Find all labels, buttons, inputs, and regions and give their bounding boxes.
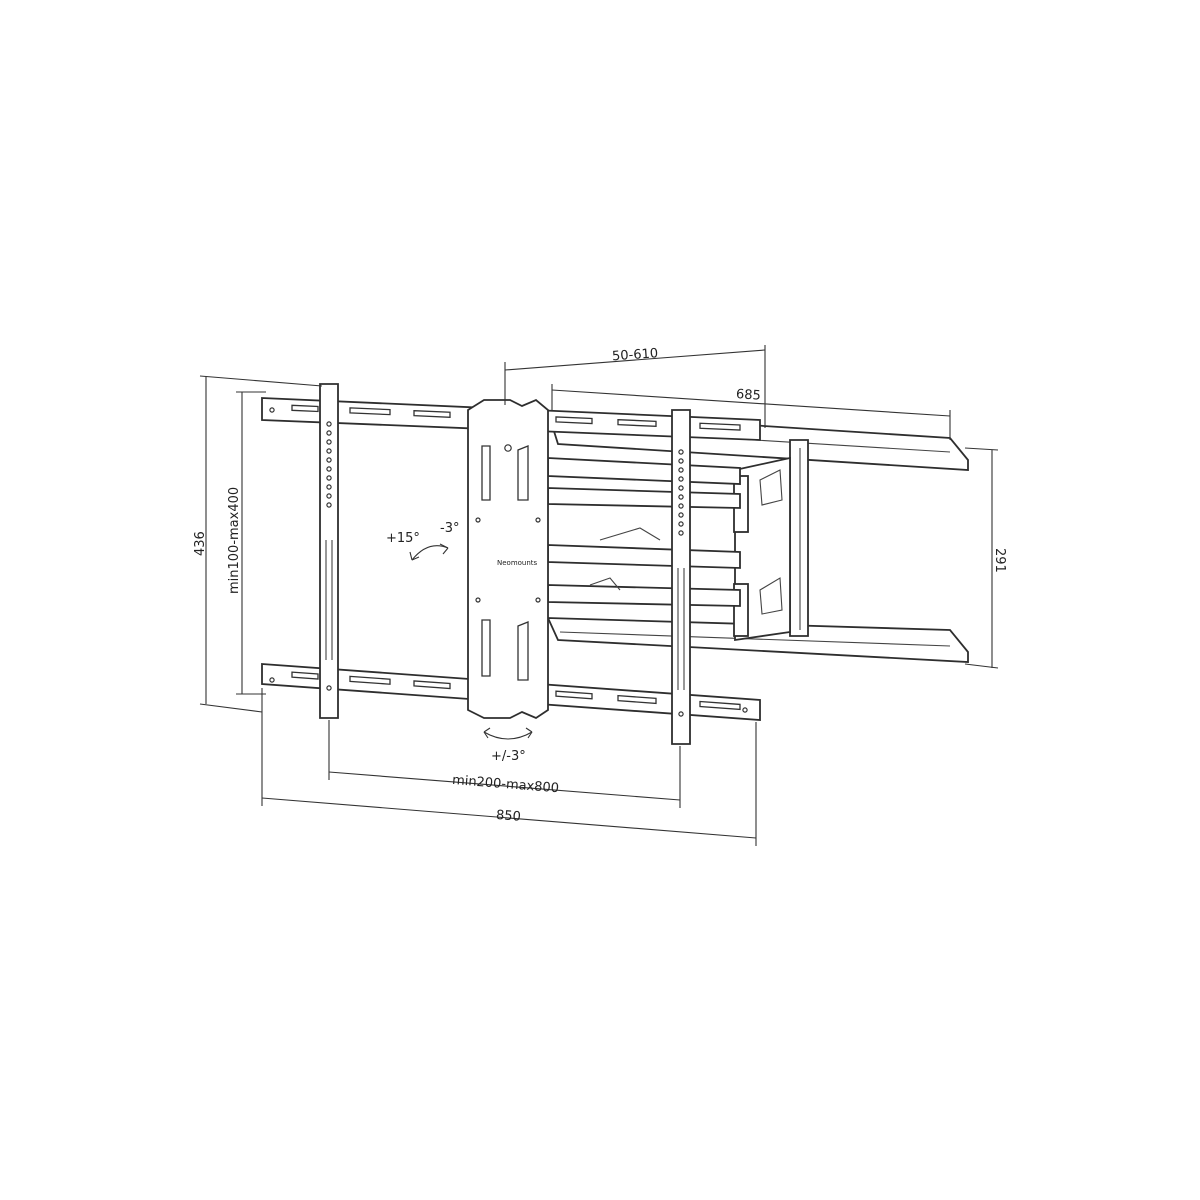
rail-slots bbox=[291, 404, 741, 711]
vertical-brackets bbox=[319, 383, 691, 745]
arm-bar-3 bbox=[547, 544, 741, 569]
central-adapter-plate: Neomounts bbox=[467, 398, 549, 720]
bracket-hole bbox=[269, 677, 275, 683]
bracket-hole bbox=[678, 530, 684, 536]
dimension-lines bbox=[199, 345, 999, 846]
bracket-hole bbox=[326, 439, 332, 445]
rail-slot bbox=[699, 700, 741, 711]
bracket-hole bbox=[326, 448, 332, 454]
tilt-up-label: +15° bbox=[386, 531, 420, 546]
roll-arrow bbox=[483, 727, 533, 740]
dim-label-arm-length: 685 bbox=[735, 387, 761, 404]
bracket-hole bbox=[326, 430, 332, 436]
bracket-hole bbox=[678, 458, 684, 464]
bracket-hole bbox=[678, 512, 684, 518]
dim-label-vesa-height: min100-max400 bbox=[227, 487, 242, 594]
rail-slot bbox=[291, 404, 319, 413]
bracket-hole bbox=[678, 494, 684, 500]
left-vertical-bracket bbox=[319, 383, 339, 719]
wall-plate-and-arm bbox=[546, 411, 969, 663]
rail-slot bbox=[555, 416, 593, 425]
lower-arm-channel bbox=[546, 617, 969, 663]
bracket-hole bbox=[678, 711, 684, 717]
dim-label-overall-height: 436 bbox=[193, 531, 208, 556]
arm-bar-2 bbox=[547, 487, 741, 509]
bracket-hole bbox=[678, 476, 684, 482]
rail-slot bbox=[291, 671, 319, 680]
rail-slot bbox=[617, 694, 657, 705]
rail-slot bbox=[555, 690, 593, 700]
bracket-hole bbox=[678, 521, 684, 527]
rail-slot bbox=[413, 680, 451, 690]
bracket-hole bbox=[742, 707, 748, 713]
rail-slot bbox=[413, 410, 451, 418]
bracket-hole bbox=[678, 503, 684, 509]
rail-slot bbox=[617, 418, 657, 428]
brand-label: Neomounts bbox=[497, 559, 538, 567]
bracket-hole bbox=[269, 407, 275, 413]
rail-slot bbox=[699, 422, 741, 431]
arm-bar-1 bbox=[547, 457, 741, 485]
bracket-hole bbox=[678, 467, 684, 473]
bracket-hole bbox=[678, 449, 684, 455]
bracket-hole bbox=[326, 457, 332, 463]
rail-slot bbox=[349, 407, 391, 416]
bracket-hole bbox=[326, 484, 332, 490]
bracket-hole bbox=[326, 502, 332, 508]
tilt-arrow bbox=[409, 543, 449, 561]
bracket-hole bbox=[326, 475, 332, 481]
dim-label-overall-width: 850 bbox=[495, 808, 521, 825]
curved-double-arrow-icon bbox=[483, 731, 533, 740]
bracket-hole bbox=[326, 421, 332, 427]
arm-bar-4 bbox=[547, 584, 741, 607]
rail-slot bbox=[349, 675, 391, 685]
dim-label-vesa-width: min200-max800 bbox=[452, 773, 560, 796]
right-vertical-bracket bbox=[671, 409, 691, 745]
tilt-down-label: -3° bbox=[440, 521, 459, 536]
wall-plate-upright bbox=[789, 439, 809, 637]
bracket-holes bbox=[269, 407, 748, 717]
bracket-hole bbox=[678, 485, 684, 491]
bracket-hole bbox=[326, 493, 332, 499]
bracket-hole bbox=[326, 685, 332, 691]
dim-label-wall-plate-height: 291 bbox=[992, 548, 1007, 573]
bracket-hole bbox=[326, 466, 332, 472]
dim-label-arm-reach: 50-610 bbox=[612, 346, 659, 364]
roll-label: +/-3° bbox=[491, 749, 526, 764]
